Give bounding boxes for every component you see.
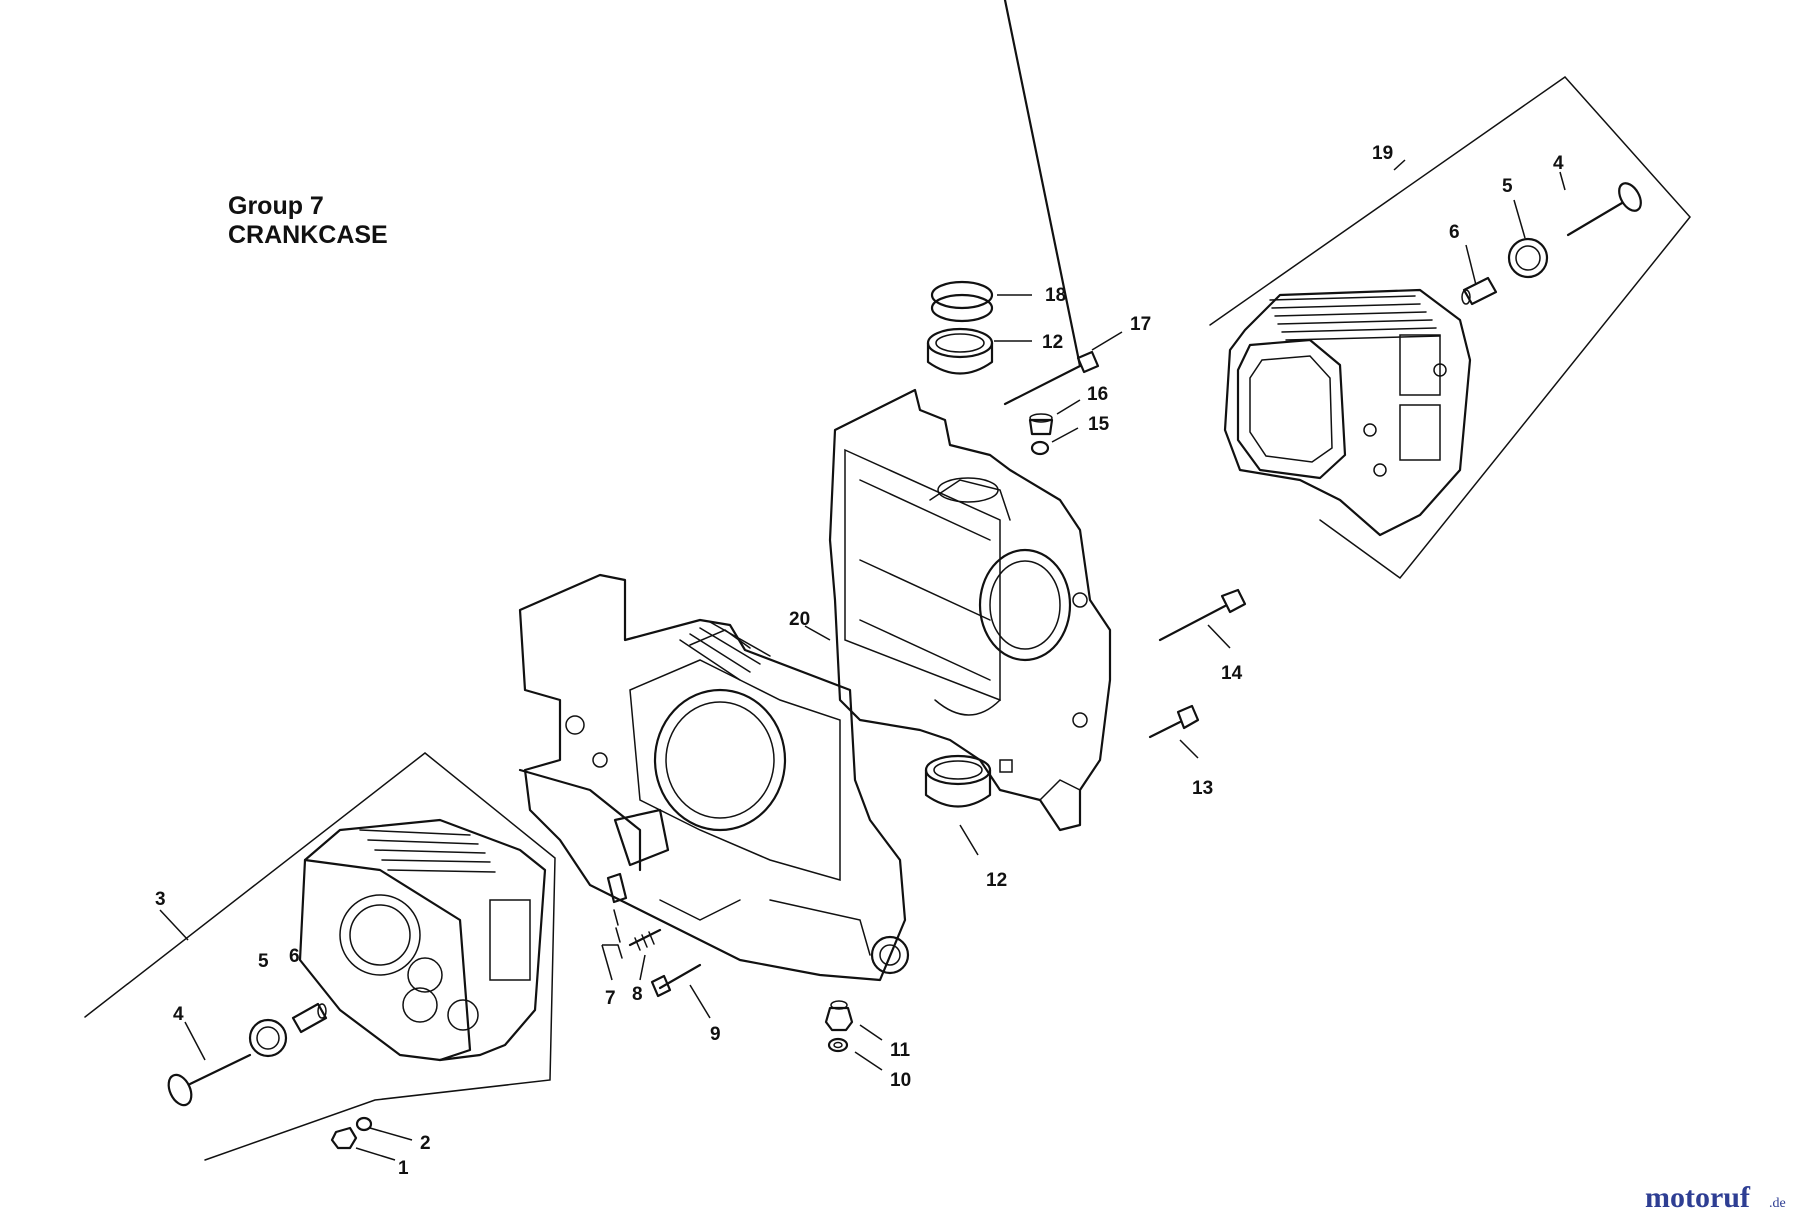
callout-9: 9 [710, 1024, 721, 1045]
callout-15: 15 [1088, 414, 1110, 435]
cylinder-3-bracket [84, 752, 556, 1161]
valve-4-right [1566, 182, 1642, 237]
callout-17: 17 [1130, 314, 1151, 335]
crankcase-right-half [828, 388, 1112, 832]
callout-4-right: 4 [1553, 153, 1564, 174]
bearing-12-top [926, 327, 994, 375]
bolt-13 [1148, 704, 1200, 739]
callout-12-bottom: 12 [986, 870, 1007, 891]
callout-10: 10 [890, 1070, 911, 1091]
washer-10 [827, 1037, 849, 1053]
screw-9 [650, 963, 702, 998]
o-ring-15 [1030, 440, 1050, 456]
nut-1 [330, 1126, 358, 1150]
callout-20: 20 [789, 609, 810, 630]
callout-6-left: 6 [289, 946, 300, 967]
callout-19: 19 [1372, 143, 1393, 164]
valve-guide-6-right [1461, 276, 1498, 306]
washer-2 [355, 1116, 373, 1132]
cylinder-19-bracket [1209, 76, 1691, 580]
callout-16: 16 [1087, 384, 1108, 405]
callout-4-left: 4 [173, 1004, 184, 1025]
oil-filter-adapter [613, 808, 670, 867]
callout-5-right: 5 [1502, 176, 1513, 197]
callout-14: 14 [1221, 663, 1243, 684]
section-title: CRANKCASE [228, 221, 388, 249]
nut-11 [824, 1000, 854, 1032]
callout-18: 18 [1045, 285, 1066, 306]
valve-seat-5-right [1507, 237, 1549, 279]
seal-18 [930, 280, 994, 323]
callout-6-right: 6 [1449, 222, 1460, 243]
cylinder-3 [298, 818, 547, 1062]
watermark-tld: .de [1769, 1196, 1786, 1211]
dowel-pin-7 [606, 872, 628, 959]
callout-5-left: 5 [258, 951, 269, 972]
bolt-14 [1158, 588, 1247, 642]
watermark-name: motoruf [1645, 1181, 1751, 1214]
callout-1: 1 [398, 1158, 409, 1179]
leader-lines [159, 159, 1566, 1161]
plug-16 [1028, 413, 1054, 436]
callout-8: 8 [632, 984, 643, 1005]
motoruf-watermark: motoruf .de [1645, 1181, 1786, 1214]
group-label: Group 7 [228, 192, 324, 220]
callout-2: 2 [420, 1133, 431, 1154]
callout-13: 13 [1192, 778, 1213, 799]
callout-12-top: 12 [1042, 332, 1063, 353]
cylinder-19 [1223, 288, 1472, 537]
valve-4-left [167, 1053, 252, 1107]
cylinder-3-group [84, 752, 556, 1161]
callout-11: 11 [890, 1040, 911, 1061]
crankcase-left-half [518, 573, 910, 982]
callout-3: 3 [155, 889, 166, 910]
stud-8 [628, 928, 662, 951]
cylinder-19-group [1209, 76, 1691, 580]
bearing-12-bottom [924, 754, 992, 808]
bolt-17 [1003, 0, 1100, 406]
callout-7: 7 [605, 988, 616, 1009]
valve-guide-6-left [291, 1002, 328, 1034]
valve-seat-5-left [248, 1018, 288, 1058]
